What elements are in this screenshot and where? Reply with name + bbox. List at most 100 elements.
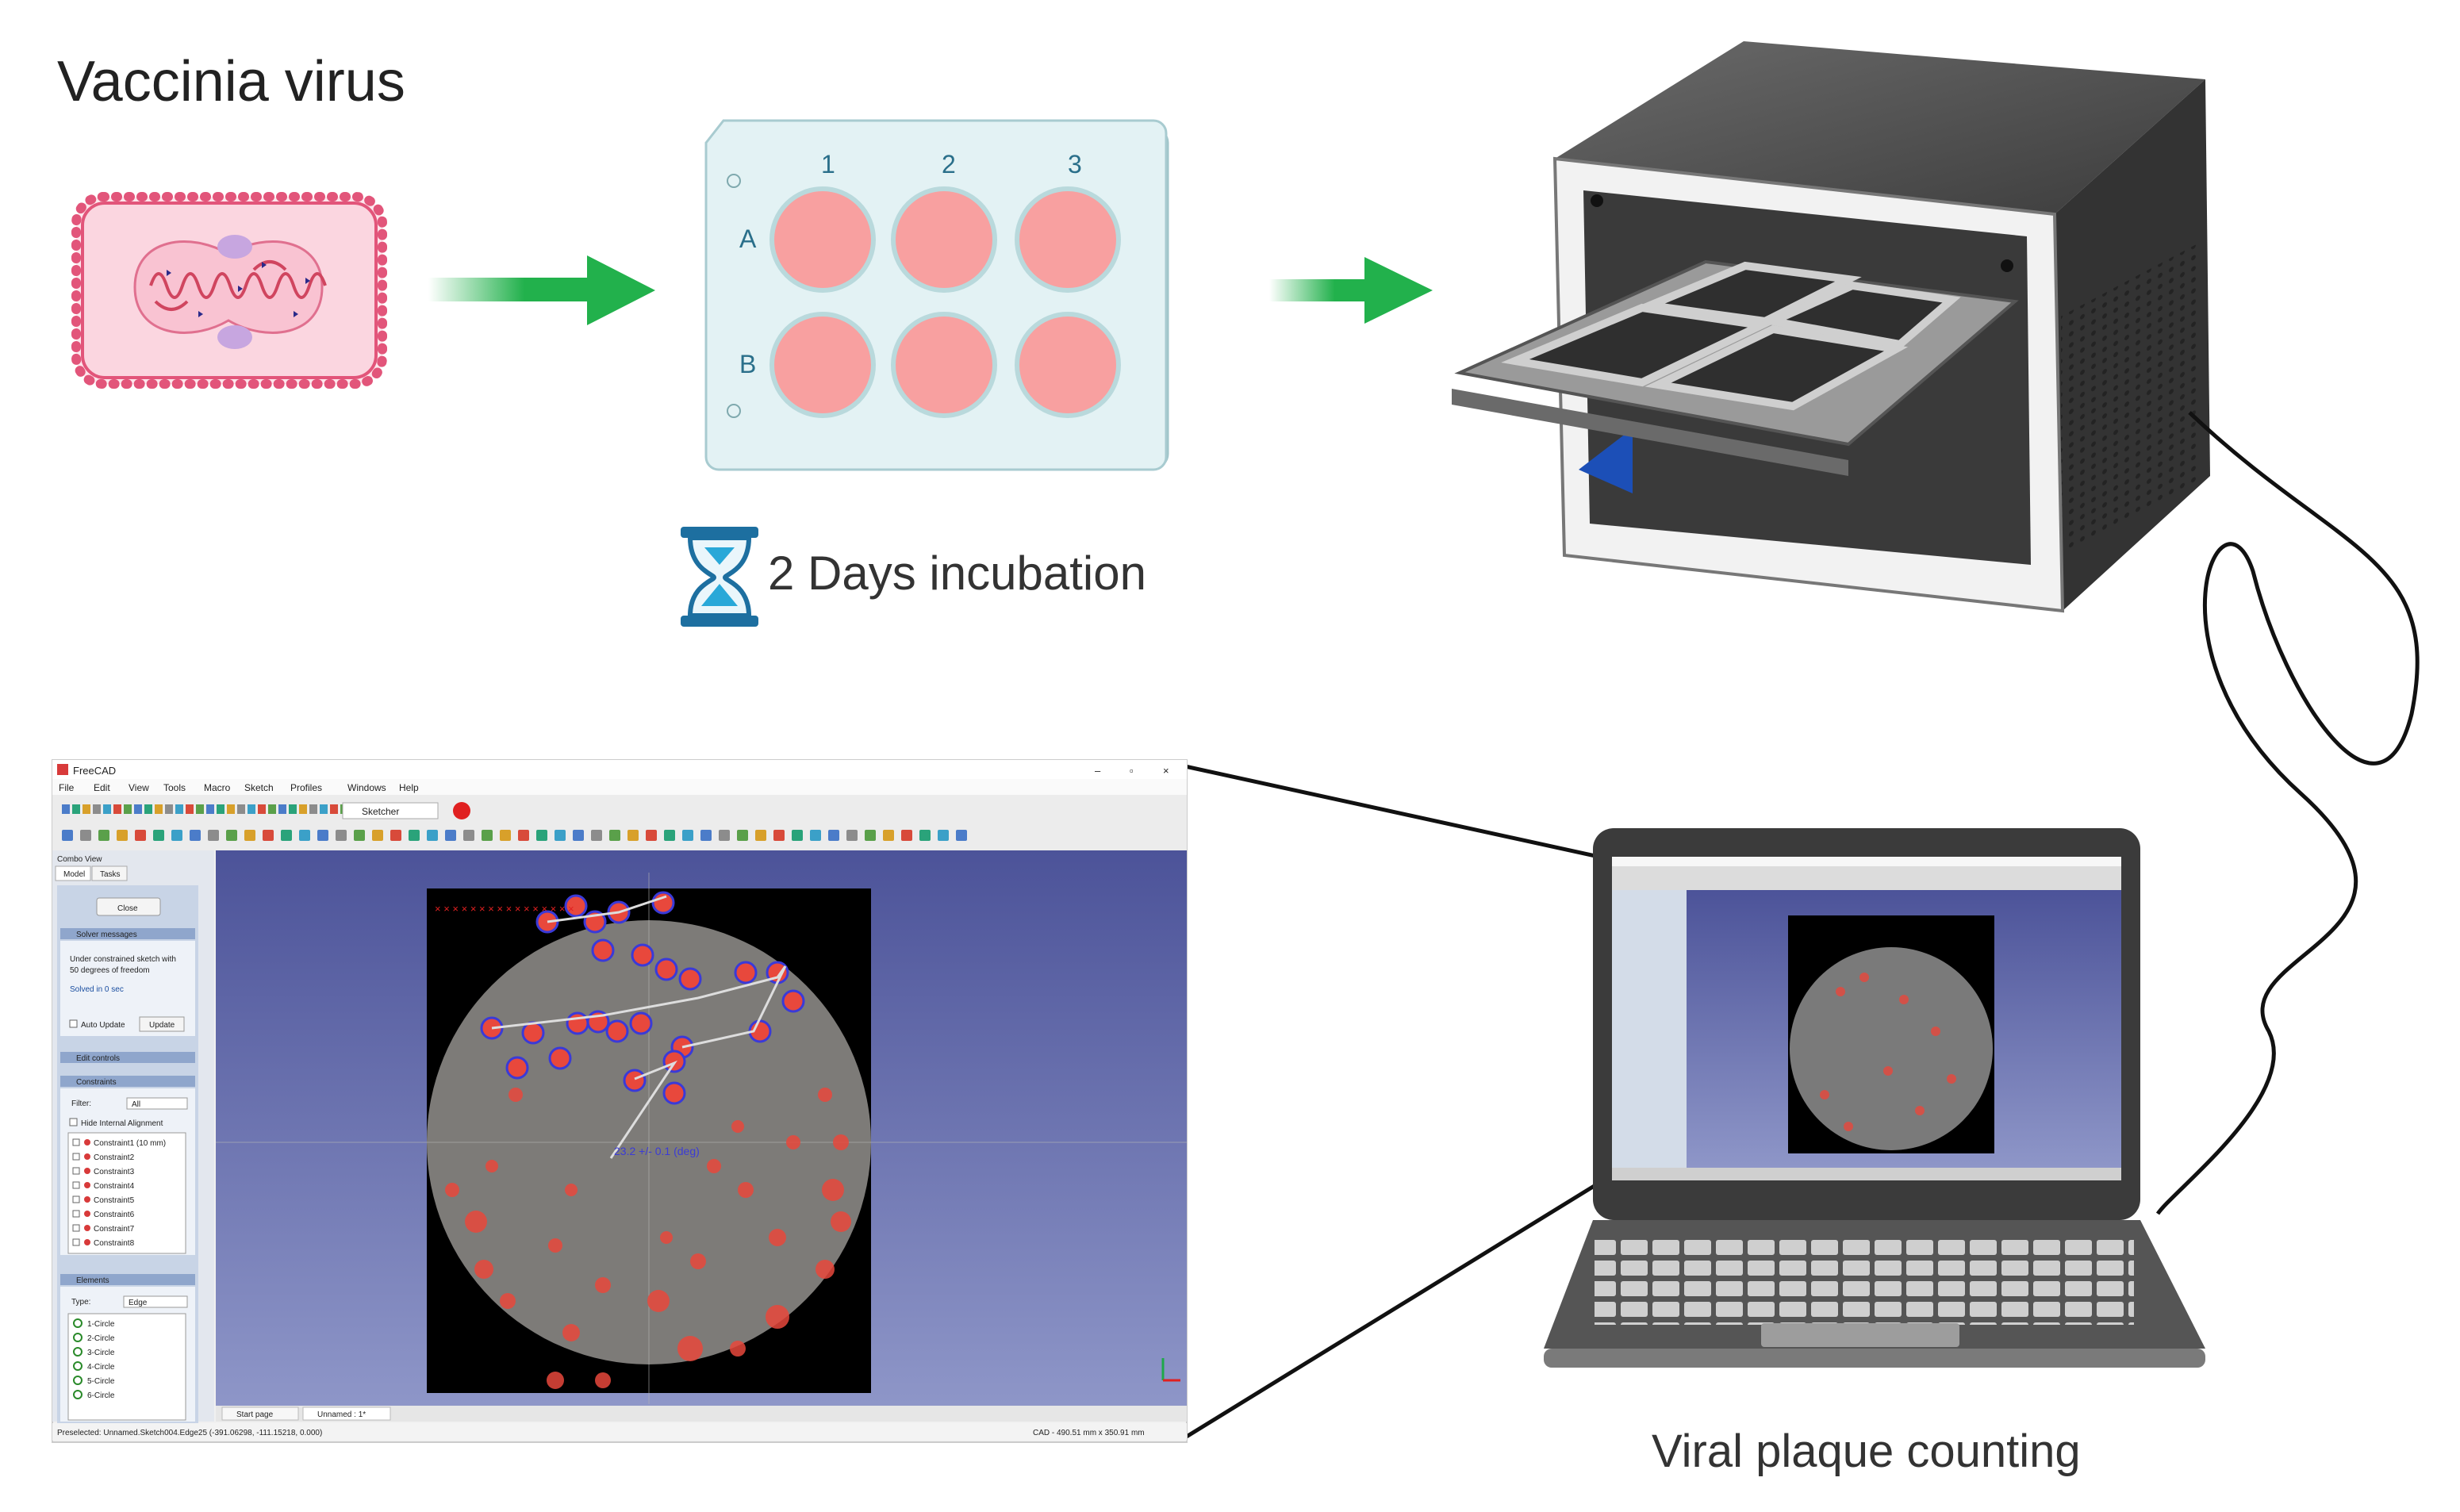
counted-plaque[interactable] (681, 969, 700, 988)
counted-plaque[interactable] (593, 941, 612, 960)
element-item[interactable]: 2-Circle (87, 1334, 115, 1343)
constraint-checkbox[interactable] (72, 1238, 80, 1246)
record-macro-icon[interactable] (453, 802, 470, 819)
sketcher-tool-icon[interactable] (664, 830, 675, 841)
toolbar-icon[interactable] (124, 804, 132, 814)
toolbar-icon[interactable] (113, 804, 121, 814)
counted-plaque[interactable] (551, 1049, 570, 1068)
sketcher-tool-icon[interactable] (244, 830, 255, 841)
toolbar-icon[interactable] (217, 804, 225, 814)
sketcher-tool-icon[interactable] (98, 830, 109, 841)
counted-plaque[interactable] (631, 1014, 650, 1033)
constraint-item[interactable]: Constraint5 (94, 1196, 135, 1205)
sketcher-tool-icon[interactable] (682, 830, 693, 841)
sketcher-tool-icon[interactable] (62, 830, 73, 841)
sketcher-tool-icon[interactable] (171, 830, 182, 841)
sketcher-tool-icon[interactable] (755, 830, 766, 841)
toolbar-icon[interactable] (289, 804, 297, 814)
toolbar-icon[interactable] (72, 804, 80, 814)
toolbar-icon[interactable] (103, 804, 111, 814)
toolbar-icon[interactable] (278, 804, 286, 814)
sketcher-tool-icon[interactable] (846, 830, 858, 841)
workbench-selector[interactable]: Sketcher (362, 806, 399, 817)
constraint-checkbox[interactable] (72, 1153, 80, 1161)
sketcher-tool-icon[interactable] (117, 830, 128, 841)
toolbar-icon[interactable] (175, 804, 183, 814)
counted-plaque[interactable] (524, 1023, 543, 1042)
hide-internal-checkbox[interactable] (69, 1118, 78, 1126)
toolbar-icon[interactable] (237, 804, 245, 814)
counted-plaque[interactable] (566, 896, 585, 915)
constraint-checkbox[interactable] (72, 1224, 80, 1232)
constraint-checkbox[interactable] (72, 1195, 80, 1203)
sketcher-tool-icon[interactable] (135, 830, 146, 841)
counted-plaque[interactable] (784, 992, 803, 1011)
constraint-checkbox[interactable] (72, 1167, 80, 1175)
constraint-item[interactable]: Constraint3 (94, 1168, 135, 1176)
tab-unnamed[interactable] (302, 1406, 391, 1421)
menu-item-tools[interactable]: Tools (163, 782, 186, 793)
toolbar-icon[interactable] (93, 804, 101, 814)
sketcher-tool-icon[interactable] (773, 830, 785, 841)
sketcher-tool-icon[interactable] (281, 830, 292, 841)
close-button[interactable] (96, 897, 161, 916)
toolbar-icon[interactable] (62, 804, 70, 814)
sketcher-tool-icon[interactable] (80, 830, 91, 841)
sketcher-tool-icon[interactable] (646, 830, 657, 841)
element-item[interactable]: 1-Circle (87, 1320, 115, 1329)
sketcher-tool-icon[interactable] (828, 830, 839, 841)
sketcher-tool-icon[interactable] (208, 830, 219, 841)
toolbar-icon[interactable] (144, 804, 152, 814)
constraint-checkbox[interactable] (72, 1181, 80, 1189)
sketcher-tool-icon[interactable] (938, 830, 949, 841)
sketcher-tool-icon[interactable] (445, 830, 456, 841)
sketcher-tool-icon[interactable] (737, 830, 748, 841)
sketcher-tool-icon[interactable] (336, 830, 347, 841)
menu-item-windows[interactable]: Windows (347, 782, 386, 793)
sketcher-tool-icon[interactable] (263, 830, 274, 841)
toolbar-icon[interactable] (196, 804, 204, 814)
toolbar-icon[interactable] (248, 804, 255, 814)
type-select[interactable] (123, 1295, 188, 1308)
edit-controls-header[interactable]: Edit controls (76, 1054, 120, 1063)
toolbar-icon[interactable] (206, 804, 214, 814)
menu-item-file[interactable]: File (59, 782, 75, 793)
sketcher-tool-icon[interactable] (956, 830, 967, 841)
auto-update-checkbox[interactable] (69, 1019, 78, 1028)
constraint-item[interactable]: Constraint1 (10 mm) (94, 1139, 166, 1148)
counted-plaque[interactable] (665, 1084, 684, 1103)
toolbar-icon[interactable] (186, 804, 194, 814)
toolbar-icon[interactable] (155, 804, 163, 814)
sketcher-tool-icon[interactable] (883, 830, 894, 841)
sketcher-tool-icon[interactable] (317, 830, 328, 841)
sketcher-tool-icon[interactable] (518, 830, 529, 841)
counted-plaque[interactable] (657, 960, 676, 979)
sketcher-tool-icon[interactable] (482, 830, 493, 841)
sketcher-tool-icon[interactable] (609, 830, 620, 841)
constraint-item[interactable]: Constraint6 (94, 1211, 135, 1219)
menu-item-profiles[interactable]: Profiles (290, 782, 322, 793)
sketcher-tool-icon[interactable] (427, 830, 438, 841)
sketcher-tool-icon[interactable] (719, 830, 730, 841)
sketcher-tool-icon[interactable] (190, 830, 201, 841)
sketcher-tool-icon[interactable] (354, 830, 365, 841)
counted-plaque[interactable] (608, 1022, 627, 1041)
update-button[interactable] (139, 1016, 185, 1032)
menu-item-help[interactable]: Help (399, 782, 419, 793)
sketcher-tool-icon[interactable] (792, 830, 803, 841)
menu-item-macro[interactable]: Macro (204, 782, 231, 793)
sketcher-tool-icon[interactable] (700, 830, 712, 841)
tab-tasks[interactable] (91, 865, 128, 881)
counted-plaque[interactable] (768, 963, 787, 982)
toolbar-icon[interactable] (258, 804, 266, 814)
sketcher-tool-icon[interactable] (299, 830, 310, 841)
sketcher-tool-icon[interactable] (500, 830, 511, 841)
sketcher-tool-icon[interactable] (390, 830, 401, 841)
sketcher-tool-icon[interactable] (463, 830, 474, 841)
solver-link[interactable]: Solved in 0 sec (70, 985, 124, 994)
sketcher-tool-icon[interactable] (555, 830, 566, 841)
sketcher-tool-icon[interactable] (536, 830, 547, 841)
constraint-item[interactable]: Constraint4 (94, 1182, 135, 1191)
tab-start-page[interactable] (221, 1406, 299, 1421)
toolbar-icon[interactable] (268, 804, 276, 814)
